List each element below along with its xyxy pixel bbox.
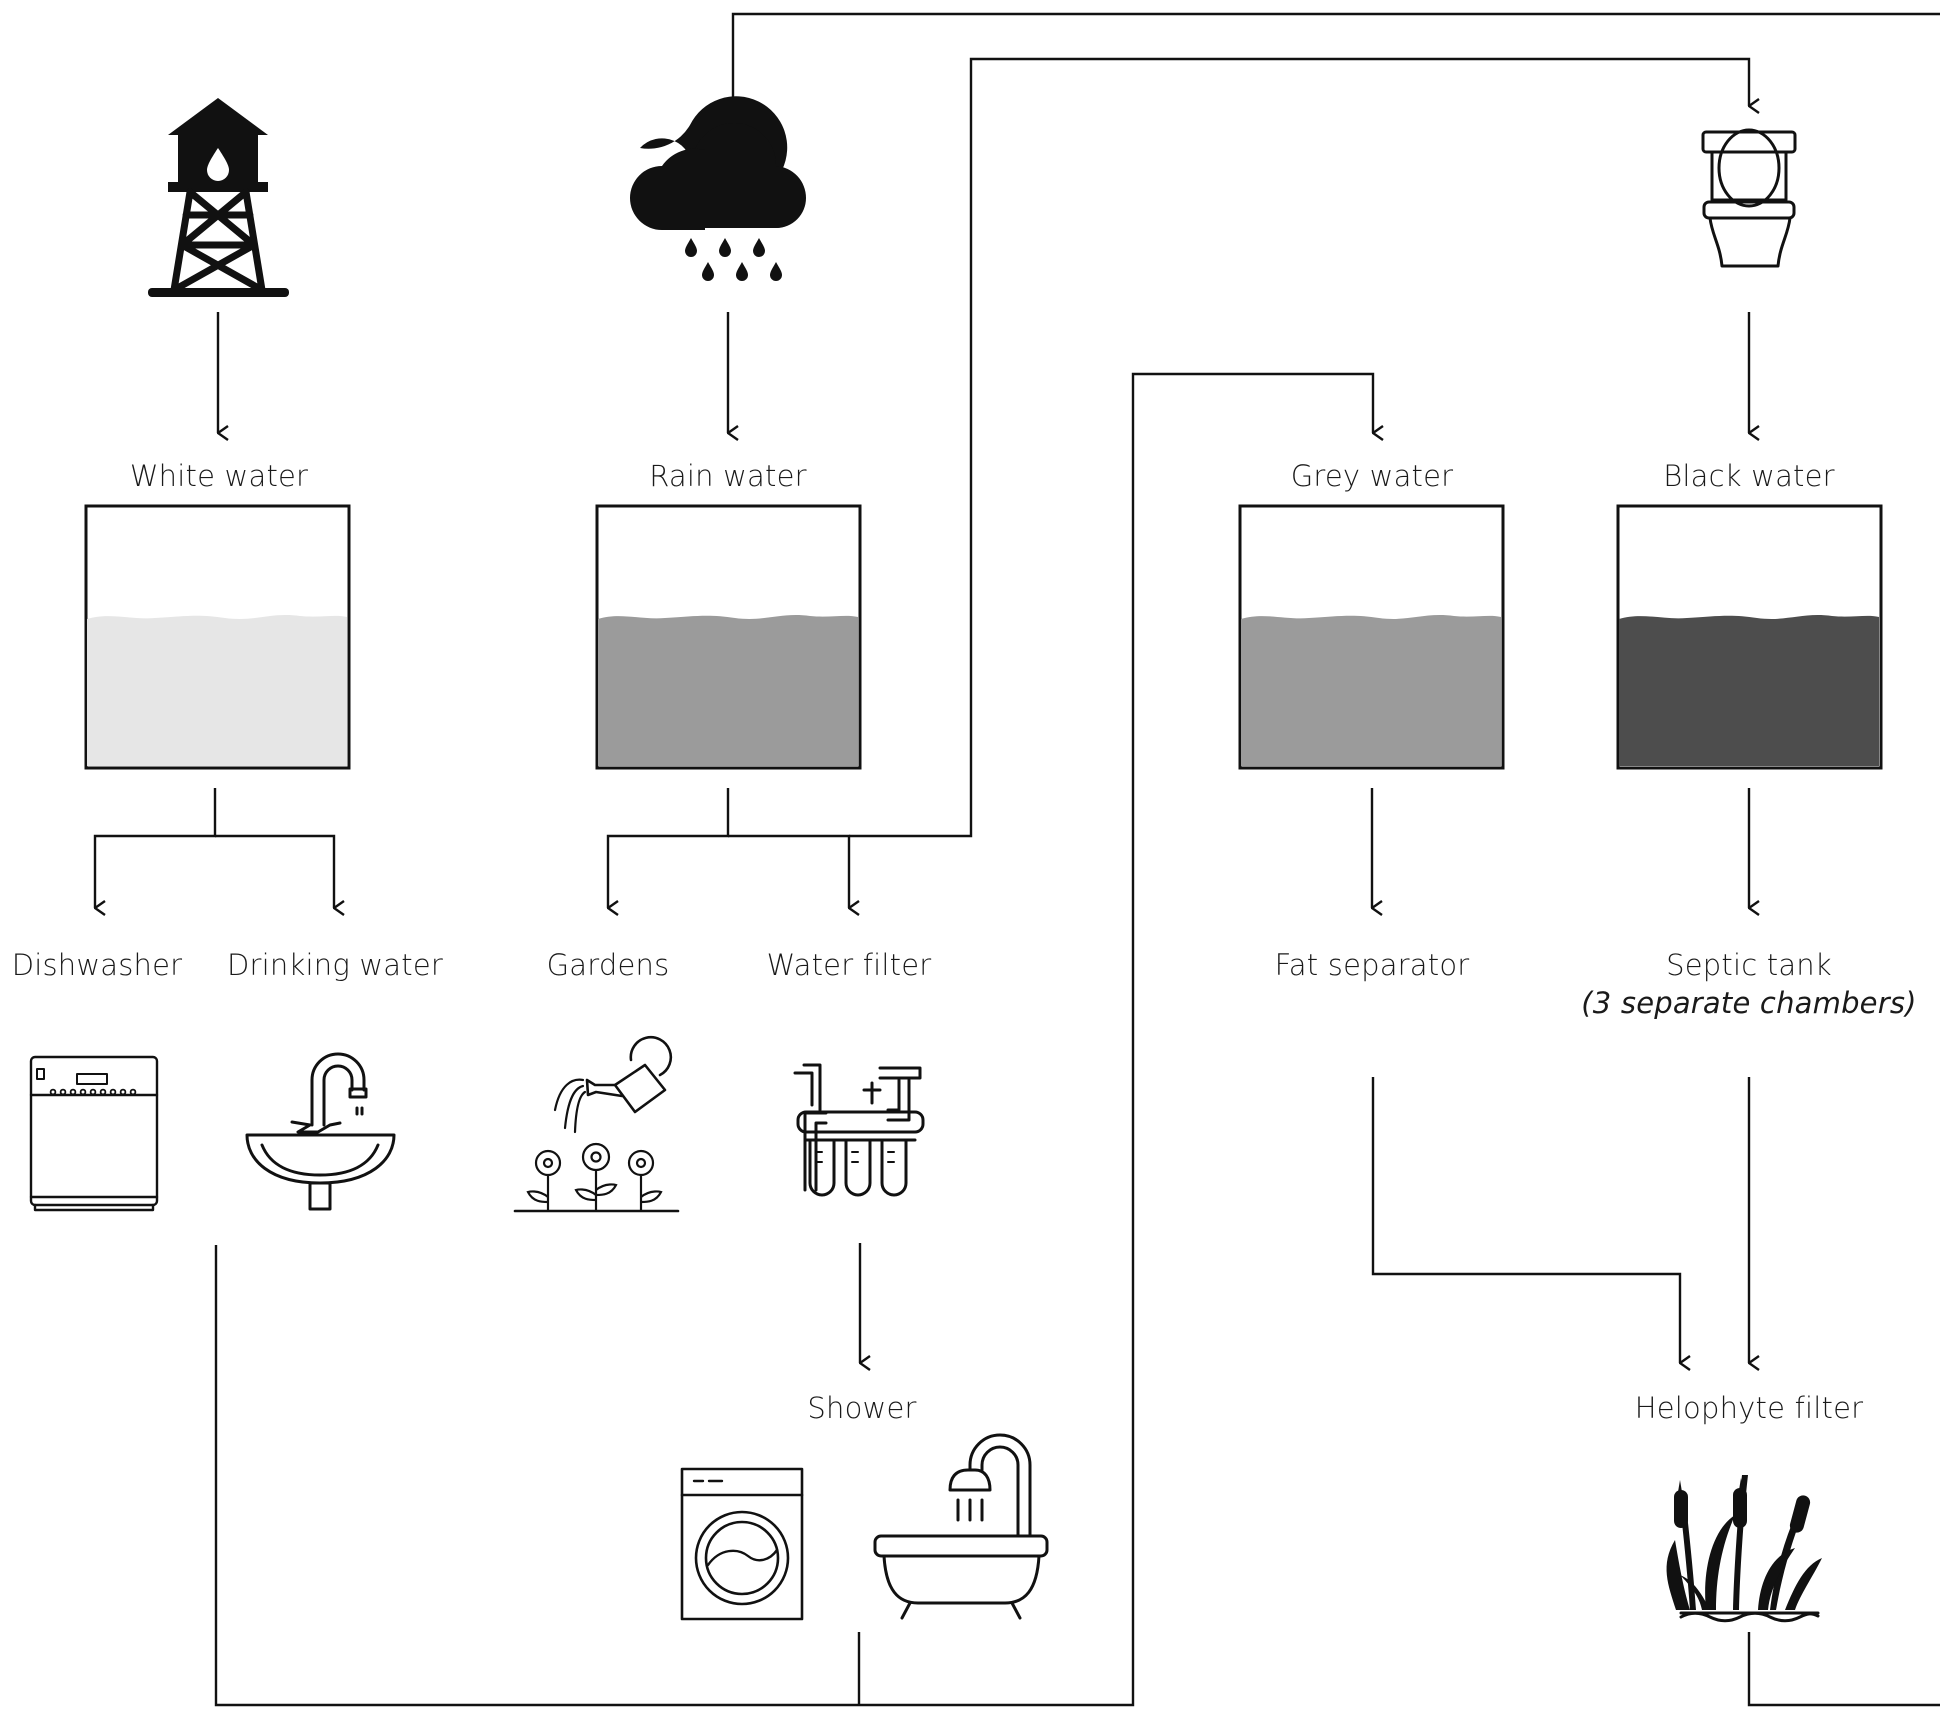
pipe-rain-to-toilet (849, 57, 1749, 838)
return-pipe-helophyte-to-rain (731, 12, 1940, 106)
bathtub-icon (873, 1433, 1049, 1620)
branch-white (93, 788, 217, 908)
gardens-label: Gardens (547, 948, 670, 982)
washing-machine-icon (680, 1467, 804, 1621)
white-water-tank (84, 504, 351, 770)
rain-cloud-icon (630, 96, 807, 281)
drinking-water-label: Drinking water (227, 948, 443, 982)
water-tower-icon (148, 98, 289, 297)
rain-water-label: Rain water (649, 459, 807, 493)
pipe-fat-to-helophyte (1371, 1077, 1680, 1363)
septic-tank-label: Septic tank (1666, 948, 1832, 982)
watering-can-icon (513, 1035, 680, 1213)
pipe-helophyte-return (1747, 1632, 1940, 1707)
branch-rain (606, 788, 730, 908)
toilet-icon (1701, 128, 1797, 268)
black-water-level (1619, 615, 1879, 766)
branch-white-right (215, 834, 334, 908)
rain-water-level (598, 615, 858, 766)
fat-separator-label: Fat separator (1275, 948, 1470, 982)
white-water-level (87, 615, 347, 766)
septic-tank-note: (3 separate chambers) (1581, 986, 1916, 1020)
dishwasher-icon (29, 1055, 159, 1212)
black-water-label: Black water (1663, 459, 1835, 493)
dishwasher-label: Dishwasher (12, 948, 183, 982)
white-water-label: White water (130, 459, 308, 493)
grey-water-label: Grey water (1291, 459, 1454, 493)
water-filter-label: Water filter (767, 948, 932, 982)
water-filter-icon (793, 1063, 925, 1197)
sink-icon (245, 1052, 396, 1211)
black-water-tank (1616, 504, 1883, 770)
shower-label: Shower (807, 1391, 916, 1425)
reed-plants-icon (1666, 1475, 1822, 1623)
rain-water-tank (595, 504, 862, 770)
grey-water-level (1241, 615, 1501, 766)
grey-water-tank (1238, 504, 1505, 770)
helophyte-filter-label: Helophyte filter (1635, 1391, 1864, 1425)
branch-rain-right (728, 834, 849, 908)
pipes (93, 12, 1940, 1707)
pipe-collection-to-grey (214, 372, 1373, 1707)
